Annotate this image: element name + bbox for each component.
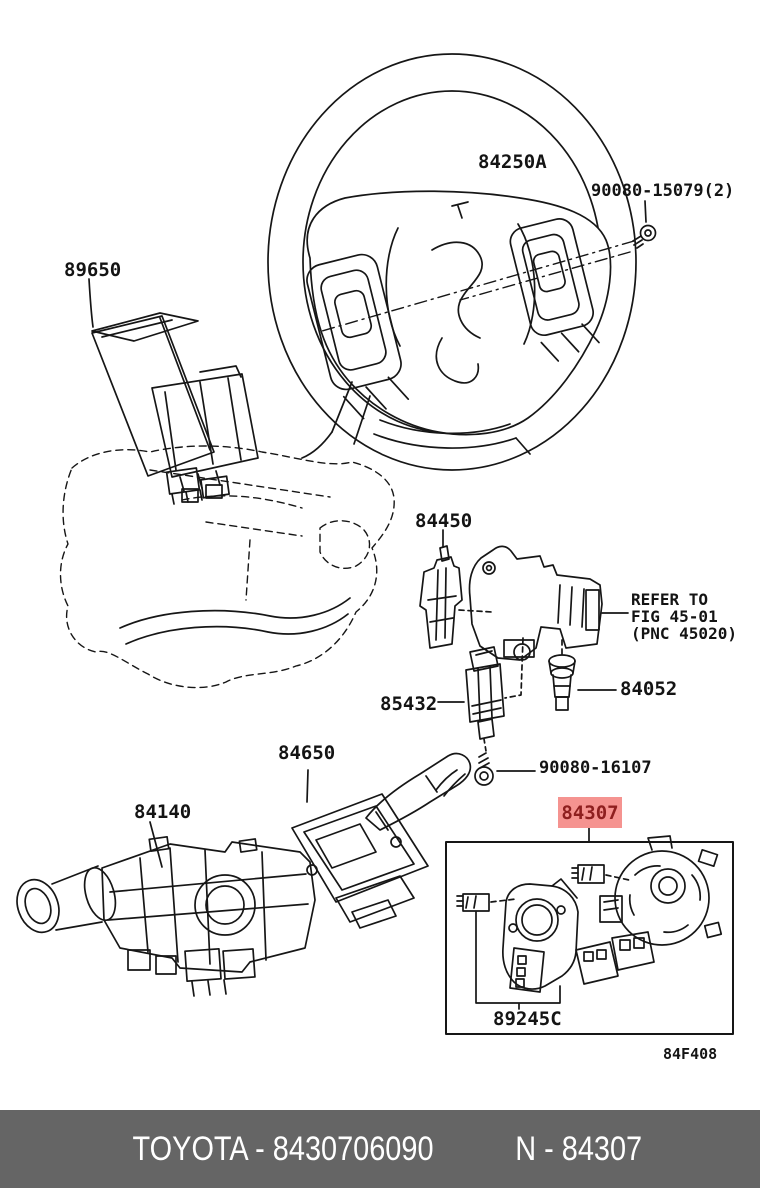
part-label-89650[interactable]: 89650 (64, 259, 122, 281)
phantom-column-outline (59, 445, 395, 689)
connector-clip-drawing (456, 864, 630, 912)
group-box-84307 (445, 827, 734, 1035)
refer-note-line2: FIG 45-01 (631, 607, 718, 626)
ecu-89650-drawing (88, 278, 259, 503)
footer-catalog-part-number: N - 84307 (515, 1129, 643, 1168)
screw-15079-drawing (632, 200, 657, 249)
bolt-84052-drawing (548, 654, 617, 711)
angle-sensor-89245c-drawing (502, 878, 579, 993)
column-trim-drawing (119, 467, 351, 645)
part-label-84250a[interactable]: 84250A (478, 151, 547, 173)
part-label-84450[interactable]: 84450 (415, 510, 473, 532)
parts-diagram-art (16, 53, 734, 1035)
footer-brand-part-number: TOYOTA - 8430706090 (132, 1129, 434, 1168)
part-label-90080-15079[interactable]: 90080-15079(2) (591, 181, 735, 201)
part-label-89245c[interactable]: 89245C (493, 1008, 562, 1030)
part-label-90080-16107[interactable]: 90080-16107 (539, 758, 652, 778)
part-label-84650[interactable]: 84650 (278, 742, 336, 764)
wiper-switch-84650-drawing (291, 752, 472, 929)
refer-note-line1: REFER TO (631, 590, 709, 609)
part-label-84307-highlighted[interactable]: 84307 (558, 797, 622, 828)
switch-85432-drawing (437, 646, 505, 752)
part-label-84052[interactable]: 84052 (620, 678, 678, 700)
figure-code: 84F408 (663, 1045, 718, 1063)
part-label-85432[interactable]: 85432 (380, 693, 438, 715)
key-interlock-84450-drawing (419, 529, 493, 649)
steering-wheel-drawing (267, 53, 637, 471)
screw-16107-drawing (474, 752, 536, 786)
comb-switch-84140-drawing (16, 821, 316, 997)
footer-bar: TOYOTA - 8430706090 N - 84307 (0, 1110, 760, 1188)
spiral-cable-drawing (575, 835, 723, 985)
refer-bracket-drawing (468, 545, 629, 699)
refer-note-line3: (PNC 45020) (631, 624, 737, 643)
part-label-84140[interactable]: 84140 (134, 801, 192, 823)
